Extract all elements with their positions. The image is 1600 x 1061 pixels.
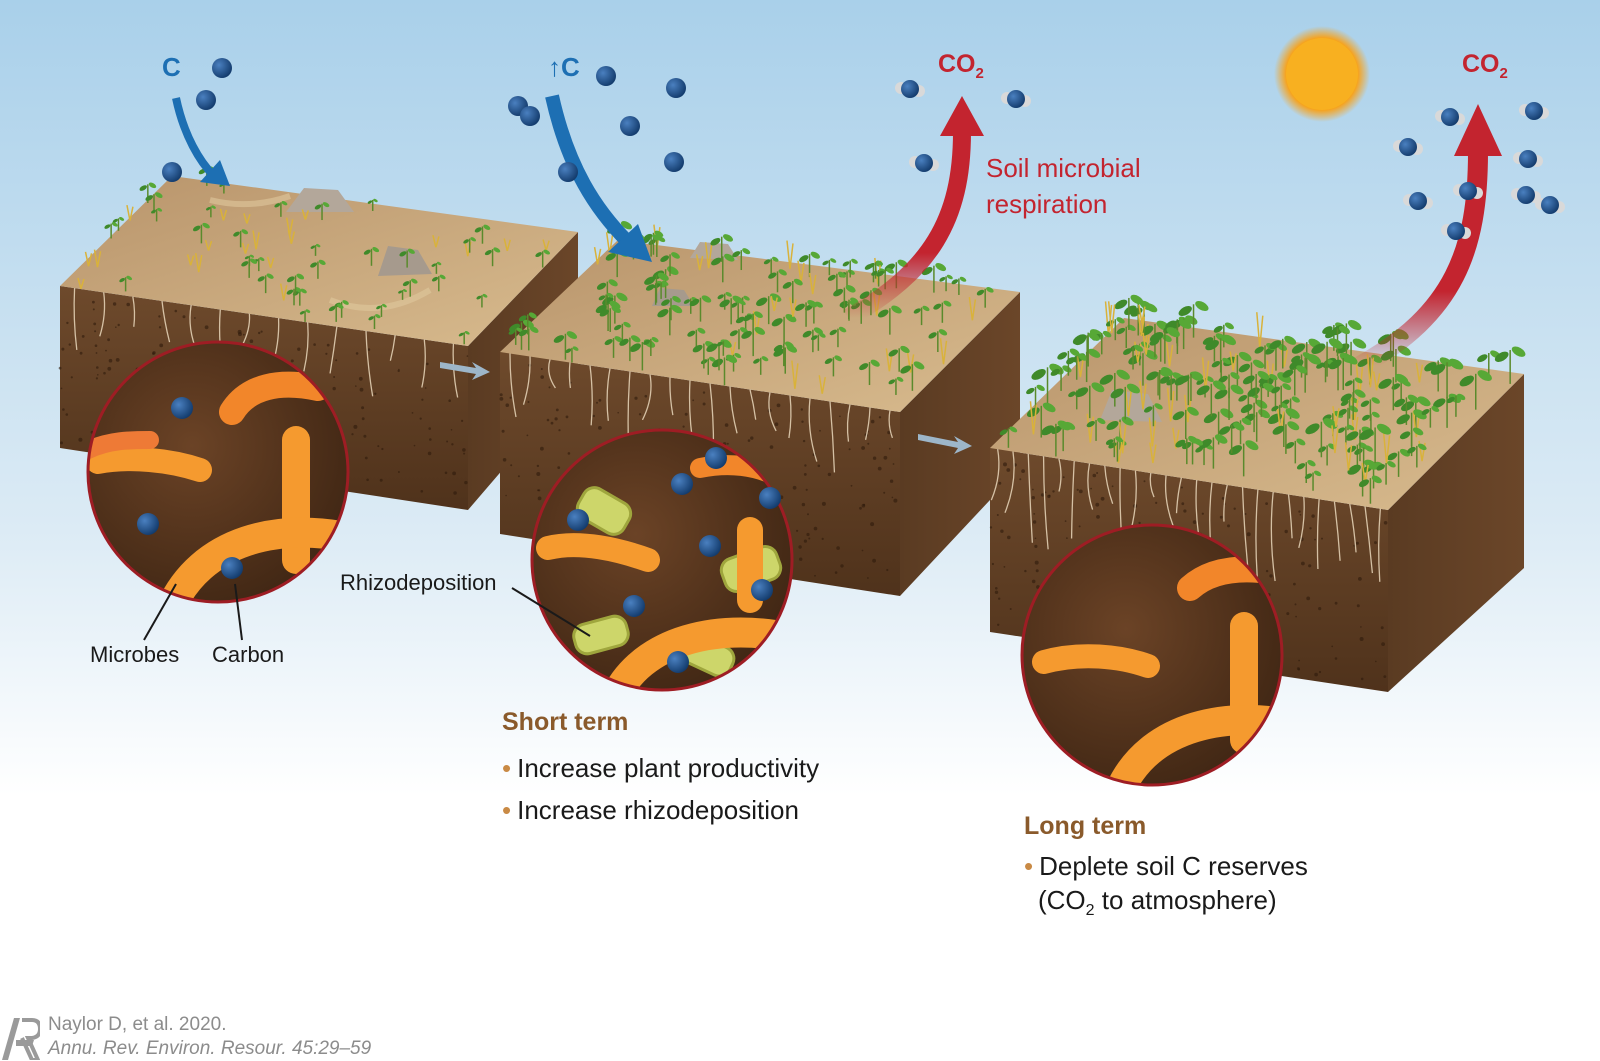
magnifier-3 [1020,523,1284,787]
co2-molecule [1513,150,1543,168]
short-term-item: •Increase rhizodeposition [502,795,799,825]
microbes-callout-line [143,583,177,641]
microbes-label: Microbes [90,642,180,667]
carbon-inflow-arrow-1 [172,97,230,186]
short-term-content: Short term •Increase plant productivity … [462,708,892,858]
carbon-callout-line [234,583,243,641]
carbon-dot [699,535,721,557]
carbon-atom [558,162,578,182]
rhizodeposition-callout-line [511,587,591,637]
carbon-dot [671,473,693,495]
citation-line-1: Naylor D, et al. 2020. [48,1014,227,1035]
carbon-atom [196,90,216,110]
respiration-line-1: Soil microbial [986,153,1141,183]
co2-label-1: CO2 [938,50,984,82]
co2-molecule [1441,222,1471,240]
long-term-item: •Deplete soil C reserves [1024,851,1308,881]
carbon-dot [759,487,781,509]
carbon-dot [751,579,773,601]
co2-molecule [909,154,939,172]
co2-molecule [1435,108,1465,126]
co2-molecule [1001,90,1031,108]
air-molecules [162,58,1565,240]
carbon-atom [520,106,540,126]
respiration-arrow-1 [843,96,984,326]
carbon-atom [162,162,182,182]
carbon-inflow-arrow-2 [545,94,652,262]
citation-line-2: Annu. Rev. Environ. Resour. 45:29–59 [48,1038,372,1059]
co2-molecule [895,80,925,98]
co2-molecule [1403,192,1433,210]
co2-molecule [1393,138,1423,156]
publisher-logo [2,1018,40,1060]
carbon-dot [705,447,727,469]
sun-icon [1274,26,1370,122]
transition-arrow-1 [440,362,490,380]
long-term-content: Long term •Deplete soil C reserves (CO2 … [964,812,1396,962]
co2-molecule [1453,182,1483,200]
carbon-increase-label: ↑C [548,52,580,82]
carbon-label: Carbon [212,642,285,667]
long-term-item: (CO2 to atmosphere) [1038,885,1277,920]
short-term-item: •Increase plant productivity [502,753,820,783]
long-term-list: •Deplete soil C reserves (CO2 to atmosph… [1024,849,1396,928]
carbon-atom [664,152,684,172]
transition-arrow-2 [918,434,972,454]
carbon-dot [667,651,689,673]
carbon-atom [596,66,616,86]
carbon-dot [623,595,645,617]
carbon-atom [666,78,686,98]
carbon-atom [212,58,232,78]
magnifier-2 [530,428,794,692]
soil-carbon-dots [137,397,781,673]
co2-label-2: CO2 [1462,50,1508,82]
carbon-atom [620,116,640,136]
respiration-label: Soil microbial respiration [986,150,1141,222]
carbon-dot [171,397,193,419]
carbon-dot [567,509,589,531]
rhizodeposition-label: Rhizodeposition [340,570,497,595]
respiration-line-2: respiration [986,189,1108,219]
plants [77,166,1526,504]
long-term-title: Long term [1024,812,1147,840]
carbon-dot [221,557,243,579]
short-term-title: Short term [502,708,629,736]
magnifier-1 [86,340,350,604]
carbon-label-1: C [162,52,181,82]
carbon-dot [137,513,159,535]
co2-molecule [1511,186,1541,204]
short-term-list: •Increase plant productivity •Increase r… [502,747,892,831]
co2-molecule [1519,102,1549,120]
co2-molecule [1535,196,1565,214]
